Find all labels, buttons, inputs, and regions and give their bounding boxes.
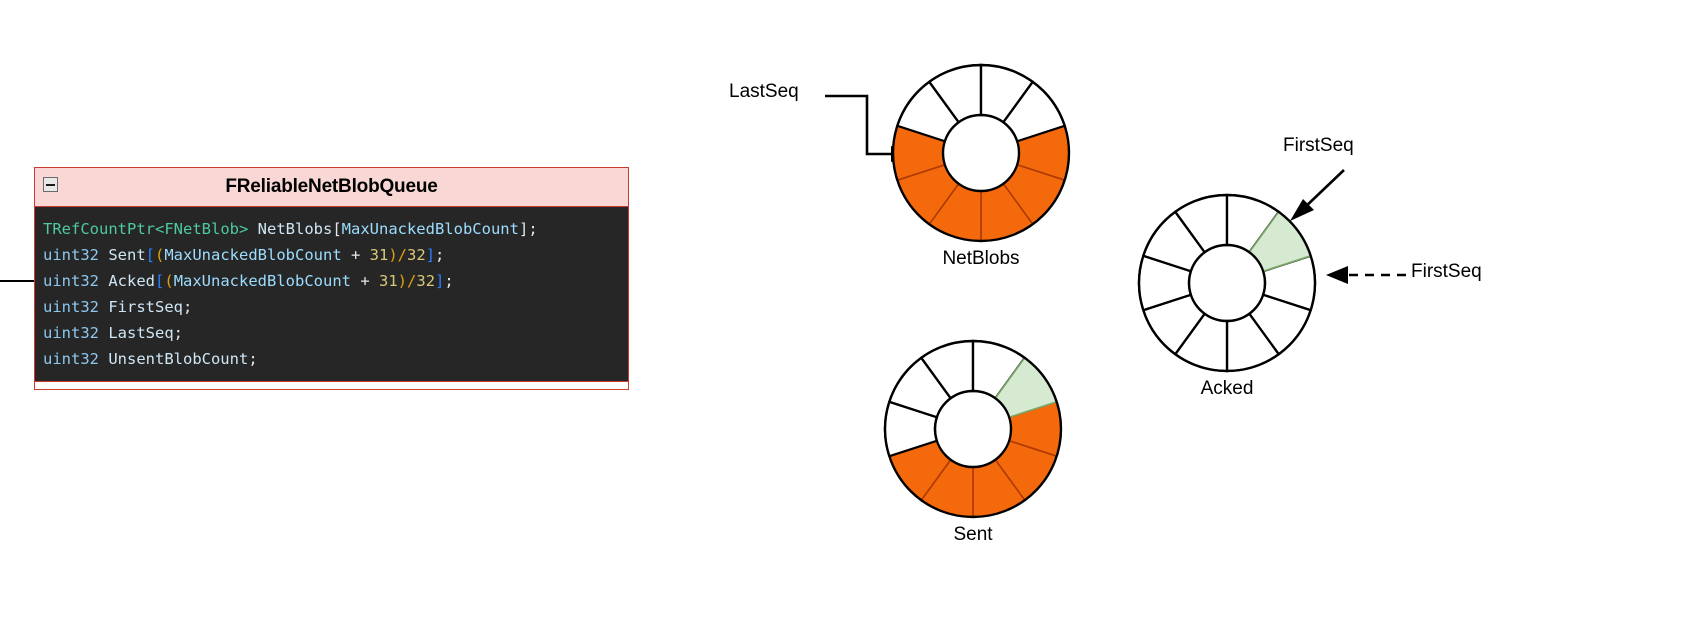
uml-class-members: TRefCountPtr<FNetBlob> NetBlobs[MaxUnack… [35, 207, 628, 381]
donut-caption-acked: Acked [1200, 378, 1254, 399]
donut-chart-netblobs: NetBlobs [890, 62, 1072, 278]
donut-caption-netblobs: NetBlobs [942, 248, 1020, 269]
donut-divider [1262, 293, 1312, 312]
firstseq-top-arrow [1290, 169, 1345, 221]
donut-divider [1142, 293, 1192, 312]
donut-chart-sent: Sent [882, 338, 1064, 554]
uml-class-title-bar: FReliableNetBlobQueue [35, 168, 628, 207]
minus-box-icon[interactable] [43, 177, 58, 192]
donut-inner-circle [933, 389, 1013, 469]
donut-divider [1174, 211, 1206, 253]
class-box-left-connector-line [0, 280, 36, 282]
donut-inner-circle [1187, 243, 1267, 323]
line-acked: uint32 Acked[(MaxUnackedBlobCount + 31)/… [43, 272, 454, 290]
acked-donut-svg [1137, 193, 1317, 373]
line-unsentblobcount: uint32 UnsentBlobCount; [43, 350, 258, 368]
donut-divider [888, 400, 938, 419]
uml-class-box[interactable]: FReliableNetBlobQueue TRefCountPtr<FNetB… [34, 167, 629, 390]
donut-divider [1142, 254, 1192, 273]
annotation-label-lastseq: LastSeq [729, 81, 799, 102]
netblobs-donut-svg [891, 63, 1071, 243]
line-firstseq: uint32 FirstSeq; [43, 298, 193, 316]
donut-divider [928, 81, 960, 123]
donut-chart-acked: Acked [1136, 192, 1318, 408]
annotation-label-firstseq-right: FirstSeq [1411, 261, 1482, 282]
donut-inner-circle [941, 113, 1021, 193]
line-sent: uint32 Sent[(MaxUnackedBlobCount + 31)/3… [43, 246, 445, 264]
line-netblobs: TRefCountPtr<FNetBlob> NetBlobs[MaxUnack… [43, 220, 538, 238]
line-lastseq: uint32 LastSeq; [43, 324, 183, 342]
uml-class-footer [35, 381, 628, 389]
sent-donut-svg [883, 339, 1063, 519]
donut-divider [920, 357, 952, 399]
uml-class-title: FReliableNetBlobQueue [225, 176, 438, 197]
donut-caption-sent: Sent [953, 524, 993, 545]
annotation-label-firstseq-top: FirstSeq [1283, 135, 1354, 156]
donut-divider [1248, 313, 1280, 355]
firstseq-right-dashed-arrow [1326, 266, 1406, 284]
donut-divider [1002, 81, 1034, 123]
donut-divider [1174, 313, 1206, 355]
